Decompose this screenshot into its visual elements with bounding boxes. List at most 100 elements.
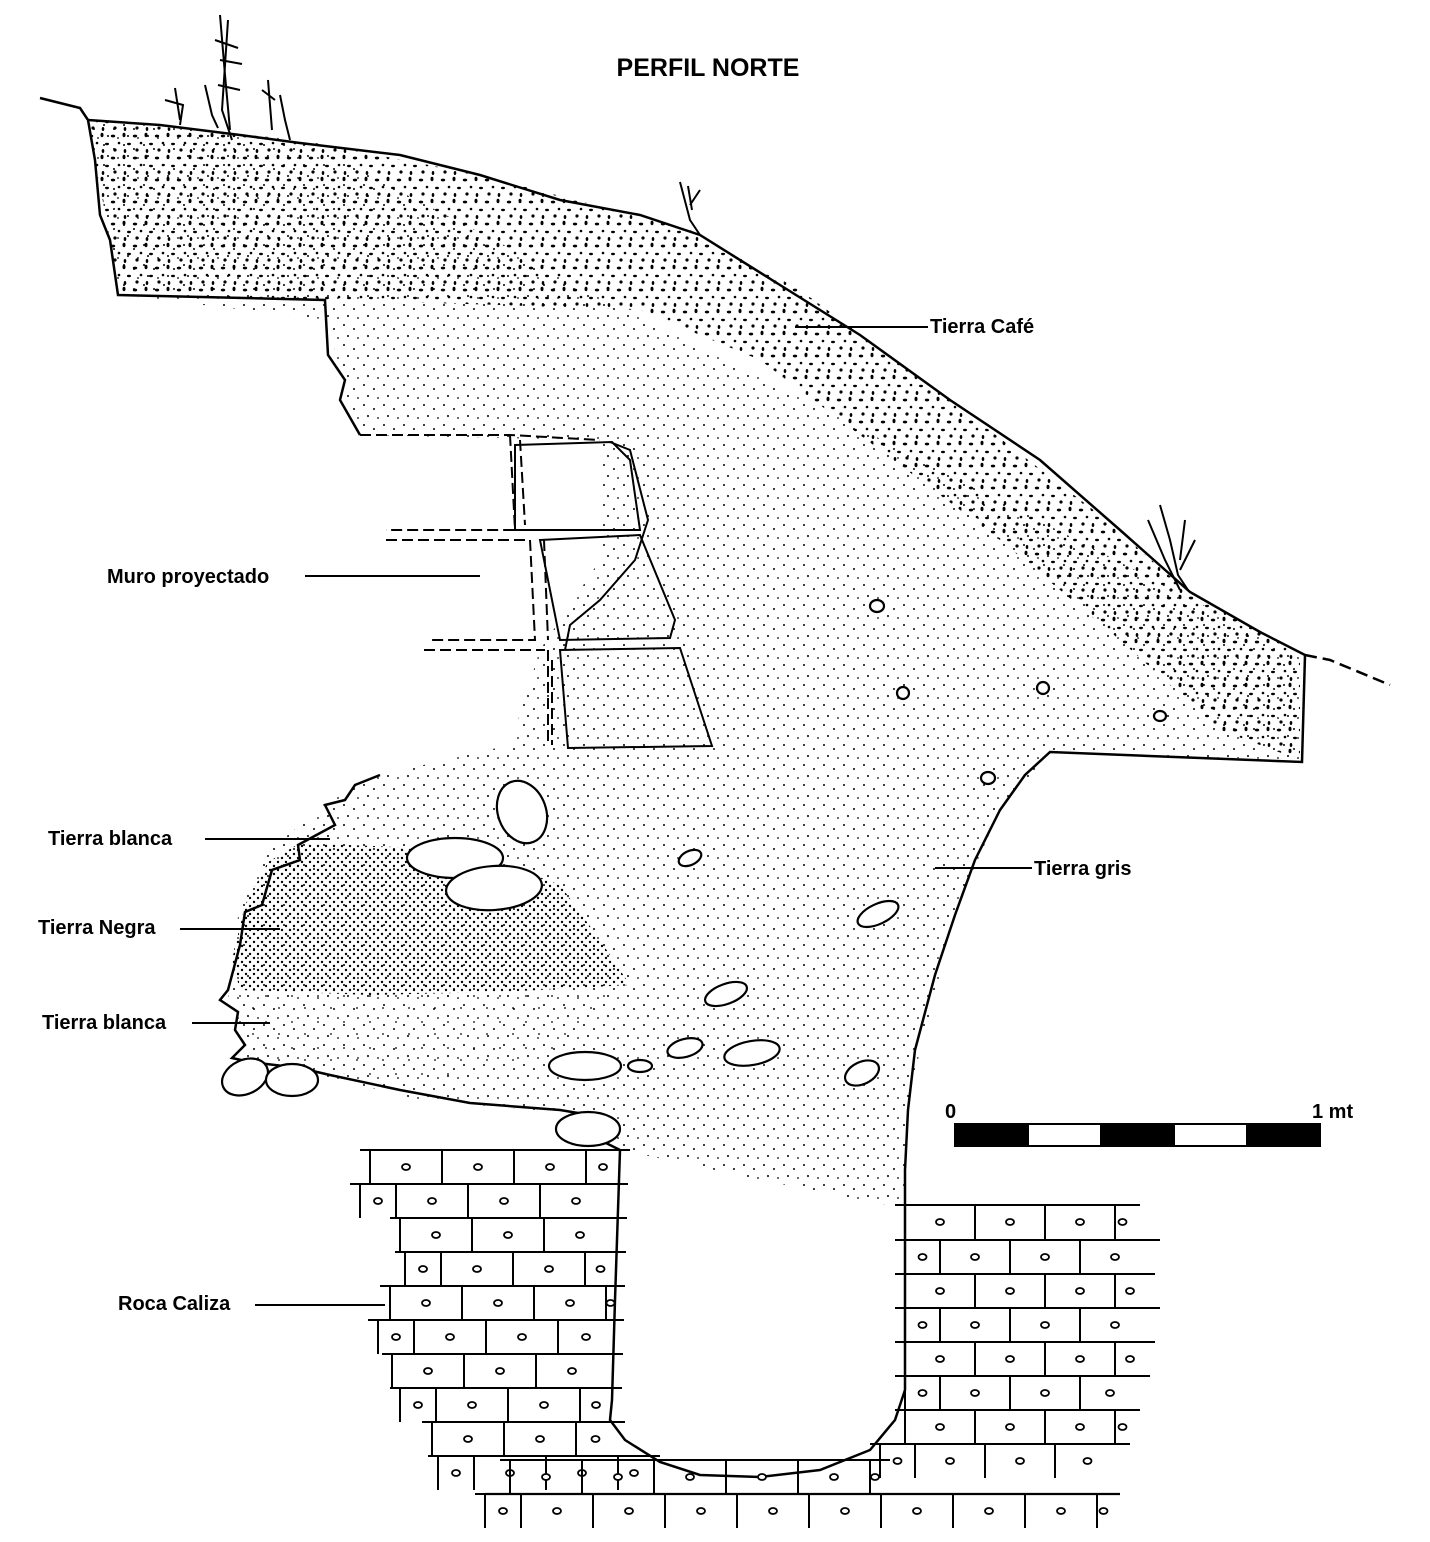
limestone-pore: [892, 1457, 903, 1465]
limestone-pore: [545, 1163, 555, 1171]
vegetation-icon: [164, 14, 1196, 591]
limestone-pore: [935, 1218, 945, 1226]
limestone-pore: [539, 1401, 549, 1409]
limestone-pore: [517, 1333, 527, 1341]
limestone-pore: [571, 1197, 581, 1205]
limestone-pore: [499, 1197, 509, 1205]
lower-shaft-outline: [608, 1149, 907, 1479]
limestone-pore: [605, 1299, 616, 1307]
limestone-pore: [495, 1367, 505, 1375]
limestone-pore: [544, 1265, 554, 1273]
limestone-pore: [1040, 1253, 1050, 1261]
stone: [868, 598, 886, 614]
diagram-title: PERFIL NORTE: [617, 54, 800, 82]
ground-surface-extension: [1304, 653, 1391, 687]
stones-group: [220, 598, 1168, 1148]
limestone-pore: [1117, 1423, 1128, 1431]
limestone-pore: [984, 1507, 994, 1515]
limestone-pore: [401, 1163, 411, 1171]
stone: [444, 864, 544, 912]
scale-segment: [1027, 1123, 1102, 1147]
scale-segment: [1246, 1123, 1321, 1147]
limestone-pore: [1005, 1218, 1015, 1226]
limestone-pore: [1117, 1218, 1128, 1226]
limestone-pore: [1098, 1507, 1109, 1515]
limestone-pore: [1075, 1355, 1085, 1363]
limestone-pore: [945, 1457, 955, 1465]
muro-proyectado-wall: [360, 434, 714, 750]
limestone-pore: [757, 1473, 767, 1481]
label-muro-proyectado: Muro proyectado: [107, 566, 269, 588]
scale-segment: [1173, 1123, 1248, 1147]
limestone-pore: [768, 1507, 778, 1515]
limestone-pore: [1125, 1355, 1135, 1363]
limestone-pore: [498, 1507, 508, 1515]
limestone-pore: [463, 1435, 473, 1443]
limestone-pore: [1040, 1321, 1050, 1329]
limestone-pore: [829, 1473, 839, 1481]
limestone-pore: [431, 1231, 441, 1239]
limestone-pore: [1005, 1355, 1015, 1363]
limestone-pore: [418, 1265, 428, 1273]
limestone-pore: [935, 1287, 945, 1295]
limestone-pore: [1075, 1218, 1085, 1226]
limestone-pore: [1125, 1287, 1135, 1295]
limestone-pore: [970, 1253, 980, 1261]
limestone-pore: [590, 1435, 601, 1443]
limestone-pore: [1040, 1389, 1050, 1397]
stone: [677, 848, 703, 868]
label-tierra-gris: Tierra gris: [1034, 858, 1131, 880]
limestone-pore: [391, 1333, 401, 1341]
limestone-pore: [473, 1163, 483, 1171]
tierra-blanca-lower-layer: [235, 992, 630, 1085]
limestone-pore: [696, 1507, 706, 1515]
limestone-pore: [1075, 1423, 1085, 1431]
limestone-pore: [917, 1253, 928, 1261]
limestone-pore: [472, 1265, 482, 1273]
stone: [979, 770, 997, 786]
limestone-pore: [917, 1389, 928, 1397]
limestone-pore: [629, 1469, 639, 1477]
label-tierra-blanca-lower: Tierra blanca: [42, 1012, 167, 1034]
label-tierra-negra: Tierra Negra: [38, 917, 156, 939]
leader-lines: [180, 326, 1032, 1306]
scale-end-label: 1 mt: [1312, 1101, 1353, 1123]
limestone-pore: [912, 1507, 922, 1515]
limestone-pore: [1005, 1423, 1015, 1431]
limestone-pore: [467, 1401, 477, 1409]
scale-segment: [1100, 1123, 1175, 1147]
limestone-pore: [421, 1299, 431, 1307]
stone: [1035, 680, 1051, 696]
limestone-pore: [935, 1355, 945, 1363]
limestone-pore: [541, 1473, 551, 1481]
limestone-pore: [1082, 1457, 1093, 1465]
limestone-pore: [451, 1469, 461, 1477]
stone: [703, 980, 749, 1008]
scale-segment: [954, 1123, 1029, 1147]
limestone-pore: [591, 1401, 601, 1409]
limestone-pore: [840, 1507, 850, 1515]
stone: [264, 1062, 320, 1098]
roca-caliza-right: [870, 1204, 1160, 1478]
stone: [554, 1110, 622, 1148]
limestone-pore: [970, 1321, 980, 1329]
limestone-pore: [970, 1389, 980, 1397]
limestone-pore: [581, 1333, 591, 1341]
limestone-pore: [413, 1401, 423, 1409]
limestone-pore: [552, 1507, 562, 1515]
limestone-pore: [503, 1231, 513, 1239]
limestone-pore: [935, 1423, 945, 1431]
roca-caliza-left: [350, 1149, 660, 1490]
limestone-pore: [624, 1507, 634, 1515]
limestone-pore: [1056, 1507, 1066, 1515]
limestone-pore: [373, 1197, 383, 1205]
limestone-pore: [1110, 1253, 1120, 1261]
limestone-pore: [613, 1473, 623, 1481]
stone: [220, 1057, 270, 1097]
limestone-pore: [1005, 1287, 1015, 1295]
limestone-pore: [595, 1265, 606, 1273]
limestone-pore: [565, 1299, 575, 1307]
limestone-pore: [1110, 1321, 1120, 1329]
stone: [547, 1050, 623, 1082]
